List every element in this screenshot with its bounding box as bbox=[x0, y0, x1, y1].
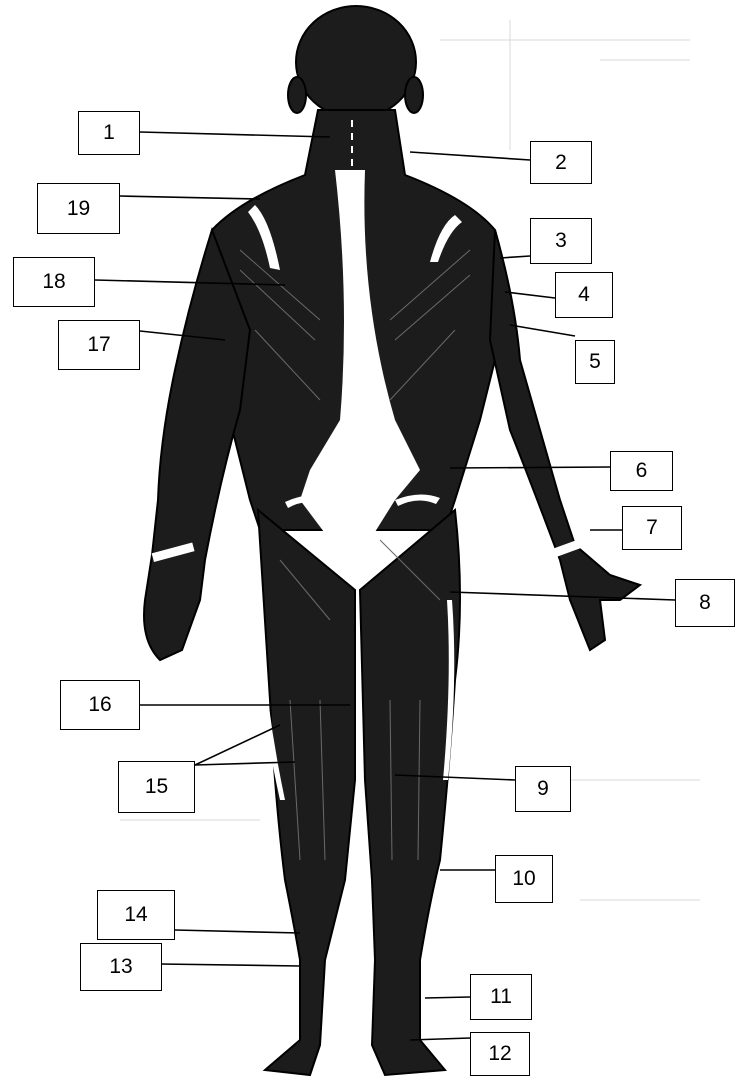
label-12: 12 bbox=[470, 1032, 530, 1076]
leader-11 bbox=[425, 997, 470, 998]
leader-2 bbox=[410, 152, 530, 160]
left-leg bbox=[258, 510, 355, 1075]
label-14: 14 bbox=[97, 890, 175, 940]
leader-1 bbox=[140, 132, 330, 137]
head bbox=[296, 6, 416, 118]
leader-15a bbox=[195, 725, 280, 765]
leader-13 bbox=[160, 964, 300, 966]
label-15: 15 bbox=[118, 761, 195, 813]
label-16: 16 bbox=[60, 680, 140, 730]
label-18: 18 bbox=[13, 257, 95, 307]
label-7: 7 bbox=[622, 506, 682, 550]
label-5: 5 bbox=[575, 340, 615, 384]
label-17: 17 bbox=[58, 320, 140, 370]
label-10: 10 bbox=[495, 855, 553, 903]
label-19: 19 bbox=[37, 183, 120, 234]
label-1: 1 bbox=[78, 111, 140, 155]
right-leg bbox=[360, 510, 460, 1075]
label-13: 13 bbox=[80, 943, 162, 991]
label-11: 11 bbox=[470, 974, 532, 1020]
leader-6 bbox=[450, 467, 610, 468]
label-4: 4 bbox=[555, 272, 613, 318]
leader-8 bbox=[450, 592, 675, 600]
label-8: 8 bbox=[675, 579, 735, 627]
label-2: 2 bbox=[530, 141, 592, 184]
leader-5 bbox=[510, 325, 575, 336]
leader-19 bbox=[120, 196, 260, 199]
leader-14 bbox=[175, 930, 300, 933]
left-arm bbox=[144, 230, 250, 660]
label-3: 3 bbox=[530, 218, 592, 264]
leader-3 bbox=[500, 256, 530, 258]
label-9: 9 bbox=[515, 766, 571, 812]
label-6: 6 bbox=[610, 451, 673, 491]
leader-4 bbox=[505, 292, 555, 298]
